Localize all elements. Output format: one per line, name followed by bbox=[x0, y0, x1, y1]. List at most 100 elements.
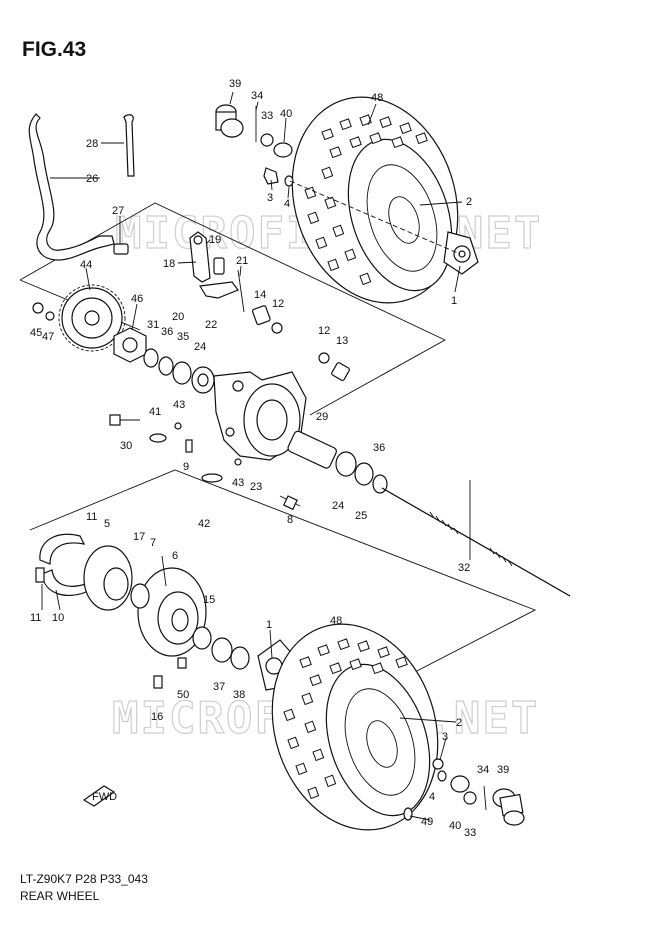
callout-12: 12 bbox=[272, 298, 284, 310]
brake-lever-22 bbox=[199, 281, 239, 299]
brake-panel-6-7-17 bbox=[130, 567, 207, 657]
callout-28: 28 bbox=[86, 138, 98, 150]
brake-shoes-10 bbox=[35, 533, 87, 596]
callout-3: 3 bbox=[267, 192, 273, 204]
spacer-12-13 bbox=[318, 352, 350, 381]
callout-48: 48 bbox=[371, 92, 383, 104]
callout-47: 47 bbox=[42, 331, 54, 343]
upper-hub-1 bbox=[443, 231, 479, 275]
callout-8: 8 bbox=[287, 514, 293, 526]
callout-25: 25 bbox=[355, 510, 367, 522]
figure-title: FIG.43 bbox=[22, 38, 87, 61]
callout-39b: 39 bbox=[497, 764, 509, 776]
bolt-27 bbox=[113, 243, 129, 255]
brake-arm-18-19 bbox=[189, 231, 225, 283]
callout-43b: 43 bbox=[232, 477, 244, 489]
callout-13: 13 bbox=[336, 335, 348, 347]
upper-tire-tread-pattern bbox=[304, 114, 428, 286]
seals-15-37-38 bbox=[192, 626, 250, 670]
lower-small-parts bbox=[403, 758, 487, 821]
nut-45-47 bbox=[32, 302, 55, 321]
sprocket-hub-46 bbox=[113, 327, 147, 363]
bolt-30-41 bbox=[109, 414, 182, 443]
callout-3b: 3 bbox=[442, 731, 448, 743]
callout-48b: 48 bbox=[330, 615, 342, 627]
callout-40b: 40 bbox=[449, 820, 461, 832]
callout-50: 50 bbox=[177, 689, 189, 701]
figure-name: REAR WHEEL bbox=[20, 889, 100, 903]
callout-lines-misc bbox=[41, 142, 471, 821]
callout-24b: 24 bbox=[332, 500, 344, 512]
callout-33b: 33 bbox=[464, 827, 476, 839]
callout-11: 11 bbox=[86, 511, 97, 523]
callout-1b: 1 bbox=[266, 619, 272, 631]
callout-2: 2 bbox=[466, 196, 472, 208]
callout-33: 33 bbox=[261, 110, 273, 122]
callout-15: 15 bbox=[203, 594, 215, 606]
callout-43: 43 bbox=[173, 399, 185, 411]
callout-23: 23 bbox=[250, 481, 262, 493]
collar-29 bbox=[287, 430, 337, 469]
callout-7: 7 bbox=[150, 537, 156, 549]
callout-18: 18 bbox=[163, 258, 175, 270]
screws-16-50 bbox=[153, 657, 187, 689]
callout-19: 19 bbox=[209, 234, 221, 246]
callout-38: 38 bbox=[233, 689, 245, 701]
lower-assembly-outline bbox=[29, 469, 537, 691]
lower-tire-48 bbox=[271, 623, 439, 831]
callout-22: 22 bbox=[205, 319, 217, 331]
callout-36: 36 bbox=[161, 326, 173, 338]
sprocket-44 bbox=[58, 284, 126, 352]
callout-36b: 36 bbox=[373, 442, 385, 454]
callout-10: 10 bbox=[52, 612, 64, 624]
callout-35: 35 bbox=[177, 331, 189, 343]
callout-46: 46 bbox=[131, 293, 143, 305]
upper-tire-48 bbox=[291, 96, 459, 304]
chain-guard-26 bbox=[28, 113, 115, 261]
callout-11b: 11 bbox=[30, 612, 41, 624]
callout-26: 26 bbox=[86, 173, 98, 185]
callout-34: 34 bbox=[251, 90, 263, 102]
axle-housing bbox=[213, 371, 307, 461]
callout-4: 4 bbox=[284, 198, 290, 210]
lower-nut-39 bbox=[492, 788, 525, 826]
callout-40: 40 bbox=[280, 108, 292, 120]
callout-lines-upper-wheel bbox=[229, 91, 463, 293]
callout-42: 42 bbox=[198, 518, 210, 530]
callout-9: 9 bbox=[183, 461, 189, 473]
brake-drum-5 bbox=[83, 545, 133, 611]
callout-14: 14 bbox=[254, 289, 266, 301]
callout-20: 20 bbox=[172, 311, 184, 323]
callout-2b: 2 bbox=[456, 717, 462, 729]
callout-4b: 4 bbox=[429, 791, 435, 803]
seals-bearings-upper bbox=[143, 348, 215, 394]
callout-32: 32 bbox=[458, 562, 470, 574]
callout-1: 1 bbox=[451, 295, 457, 307]
callout-39: 39 bbox=[229, 78, 241, 90]
upper-small-parts bbox=[255, 106, 294, 187]
callout-12b: 12 bbox=[318, 325, 330, 337]
fwd-direction-marker: FWD bbox=[82, 785, 117, 807]
part-callouts: 39 34 33 40 48 28 26 3 4 2 1 27 19 18 21… bbox=[30, 78, 509, 839]
callout-24: 24 bbox=[194, 341, 206, 353]
callout-5: 5 bbox=[104, 518, 110, 530]
upper-nut-39 bbox=[215, 104, 244, 138]
spring-21-14-12 bbox=[237, 269, 283, 334]
callout-6: 6 bbox=[172, 550, 178, 562]
callout-37: 37 bbox=[213, 681, 225, 693]
callout-21: 21 bbox=[236, 255, 248, 267]
callout-29: 29 bbox=[316, 411, 328, 423]
callout-16: 16 bbox=[151, 711, 163, 723]
callout-30: 30 bbox=[120, 440, 132, 452]
fwd-label: FWD bbox=[92, 791, 117, 803]
callout-34b: 34 bbox=[477, 764, 489, 776]
bearings-24-25-36 bbox=[335, 451, 388, 494]
axle-32 bbox=[381, 487, 571, 597]
cable-tie-28 bbox=[123, 114, 135, 177]
lower-tire-tread-pattern bbox=[283, 638, 408, 800]
callout-17: 17 bbox=[133, 531, 145, 543]
callout-49: 49 bbox=[421, 816, 433, 828]
callout-44: 44 bbox=[80, 259, 92, 271]
figure-code: LT-Z90K7 P28 P33_043 bbox=[20, 872, 148, 886]
